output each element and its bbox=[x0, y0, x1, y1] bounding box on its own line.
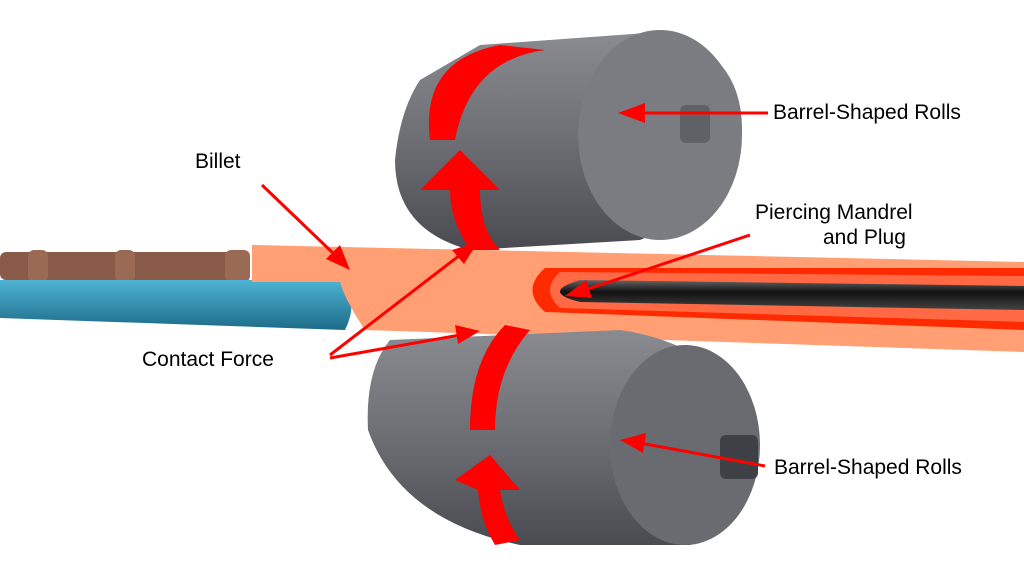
label-piercing-mandrel-line1: Piercing Mandrel bbox=[755, 201, 913, 224]
rusty-bar bbox=[0, 250, 250, 282]
rotation-arrow-bottom bbox=[455, 325, 530, 545]
push-rod bbox=[0, 280, 352, 330]
label-barrel-shaped-rolls-top: Barrel-Shaped Rolls bbox=[773, 101, 961, 124]
label-contact-force: Contact Force bbox=[142, 348, 274, 371]
label-barrel-shaped-rolls-bottom: Barrel-Shaped Rolls bbox=[774, 456, 962, 479]
bottom-roll bbox=[367, 330, 760, 545]
label-piercing-mandrel-line2: and Plug bbox=[823, 226, 906, 249]
rotation-arrow-top bbox=[420, 45, 545, 250]
pointer-arrows bbox=[260, 103, 768, 468]
label-billet: Billet bbox=[195, 150, 241, 173]
mandrel-and-plug bbox=[560, 280, 1024, 310]
top-roll bbox=[395, 30, 742, 250]
